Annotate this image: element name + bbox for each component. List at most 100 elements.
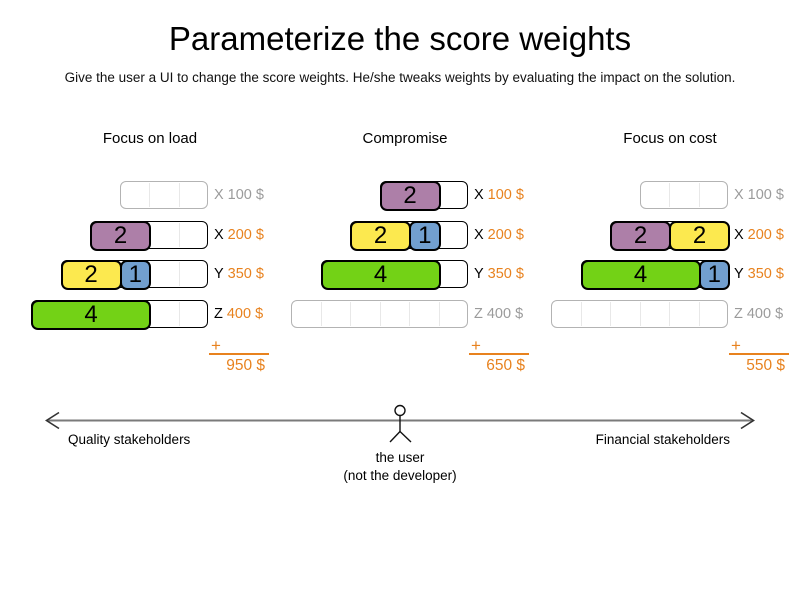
sum-total: 550 $ [746,357,785,374]
process-block-value: 2 [84,261,98,288]
machine-capacity-box: 2 [379,181,468,211]
process-block-yellow: 2 [350,220,411,251]
process-block-value: 1 [707,261,721,288]
unit-divider [379,301,381,326]
scenario-title: Focus on cost [623,130,717,147]
scenario-title: Focus on load [102,130,198,147]
sum-line [209,352,269,355]
process-block-yellow: 2 [60,260,122,290]
unit-divider [610,301,611,326]
process-block-value: 4 [373,261,388,288]
machine-cost: 200 $ [747,226,784,243]
process-block-blue: 1 [698,260,730,290]
machine-capacity-box [639,181,728,209]
axis-label-financial: Financial stakeholders [595,432,730,447]
machine-letter: X [734,226,744,243]
process-block-blue: 1 [119,260,151,290]
sum-line [729,352,789,355]
machine-letter: X [734,187,744,203]
machine-cost: 400 $ [486,305,524,322]
process-block-value: 2 [373,221,388,249]
sum-total: 950 $ [226,357,265,374]
right-arrowhead-icon [740,411,755,430]
sum-total: 650 $ [486,357,525,374]
machine-cost: 350 $ [487,266,524,282]
machine-capacity-box: 2 [90,220,208,251]
unit-divider [178,183,180,207]
machine-cost: 350 $ [227,266,264,282]
stakeholder-axis [45,404,755,443]
unit-divider [698,183,700,207]
machine-cost: 400 $ [746,305,784,322]
unit-divider [438,301,440,326]
unit-divider [639,301,641,326]
machine-capacity-box [551,299,728,328]
axis-label-quality: Quality stakeholders [68,432,191,447]
unit-divider [178,301,180,326]
scenario-title: Compromise [362,130,448,147]
machine-letter: Y [734,266,744,282]
machine-cost: 100 $ [227,187,264,203]
sum-plus-sign: + [211,336,221,355]
machine-capacity-box [119,181,208,209]
machine-capacity-box: 4 [320,260,468,290]
page-subtitle: Give the user a UI to change the score w… [64,70,736,85]
process-block-value: 2 [692,221,707,249]
machine-cost: 100 $ [747,187,784,203]
user-label-line1: the user [375,450,425,465]
sum-line [469,352,529,355]
process-block-purple: 2 [379,181,441,211]
unit-divider [178,222,180,247]
sum-plus-sign: + [471,336,481,355]
left-arrowhead-icon [45,411,60,430]
process-block-blue: 1 [409,220,441,251]
process-block-value: 4 [633,261,648,288]
machine-capacity-box [291,299,468,328]
machine-letter: X [214,226,224,243]
process-block-value: 2 [113,221,128,249]
unit-divider [669,183,670,207]
unit-divider [320,301,322,326]
user-label-line2: (not the developer) [343,468,457,483]
process-block-green: 4 [31,299,151,330]
machine-cost: 400 $ [226,305,264,322]
machine-letter: X [474,187,484,203]
process-block-purple: 2 [610,220,671,251]
process-block-value: 1 [128,261,142,288]
machine-letter: Y [474,266,484,282]
process-block-value: 1 [418,221,432,249]
unit-divider [350,301,351,326]
user-stick-figure-icon [389,404,412,443]
page-title: Parameterize the score weights [168,20,632,57]
machine-letter: Y [214,266,224,282]
machine-cost: 350 $ [747,266,784,282]
sum-plus-sign: + [731,336,741,355]
process-block-value: 2 [403,182,417,209]
process-block-green: 4 [580,260,701,290]
process-block-yellow: 2 [669,220,730,251]
machine-cost: 200 $ [487,226,524,243]
unit-divider [178,262,180,286]
process-block-purple: 2 [90,220,151,251]
machine-cost: 100 $ [487,187,524,203]
machine-cost: 200 $ [227,226,264,243]
process-block-value: 2 [633,221,648,249]
unit-divider [669,301,670,326]
unit-divider [698,301,700,326]
machine-letter: Z [474,305,483,322]
